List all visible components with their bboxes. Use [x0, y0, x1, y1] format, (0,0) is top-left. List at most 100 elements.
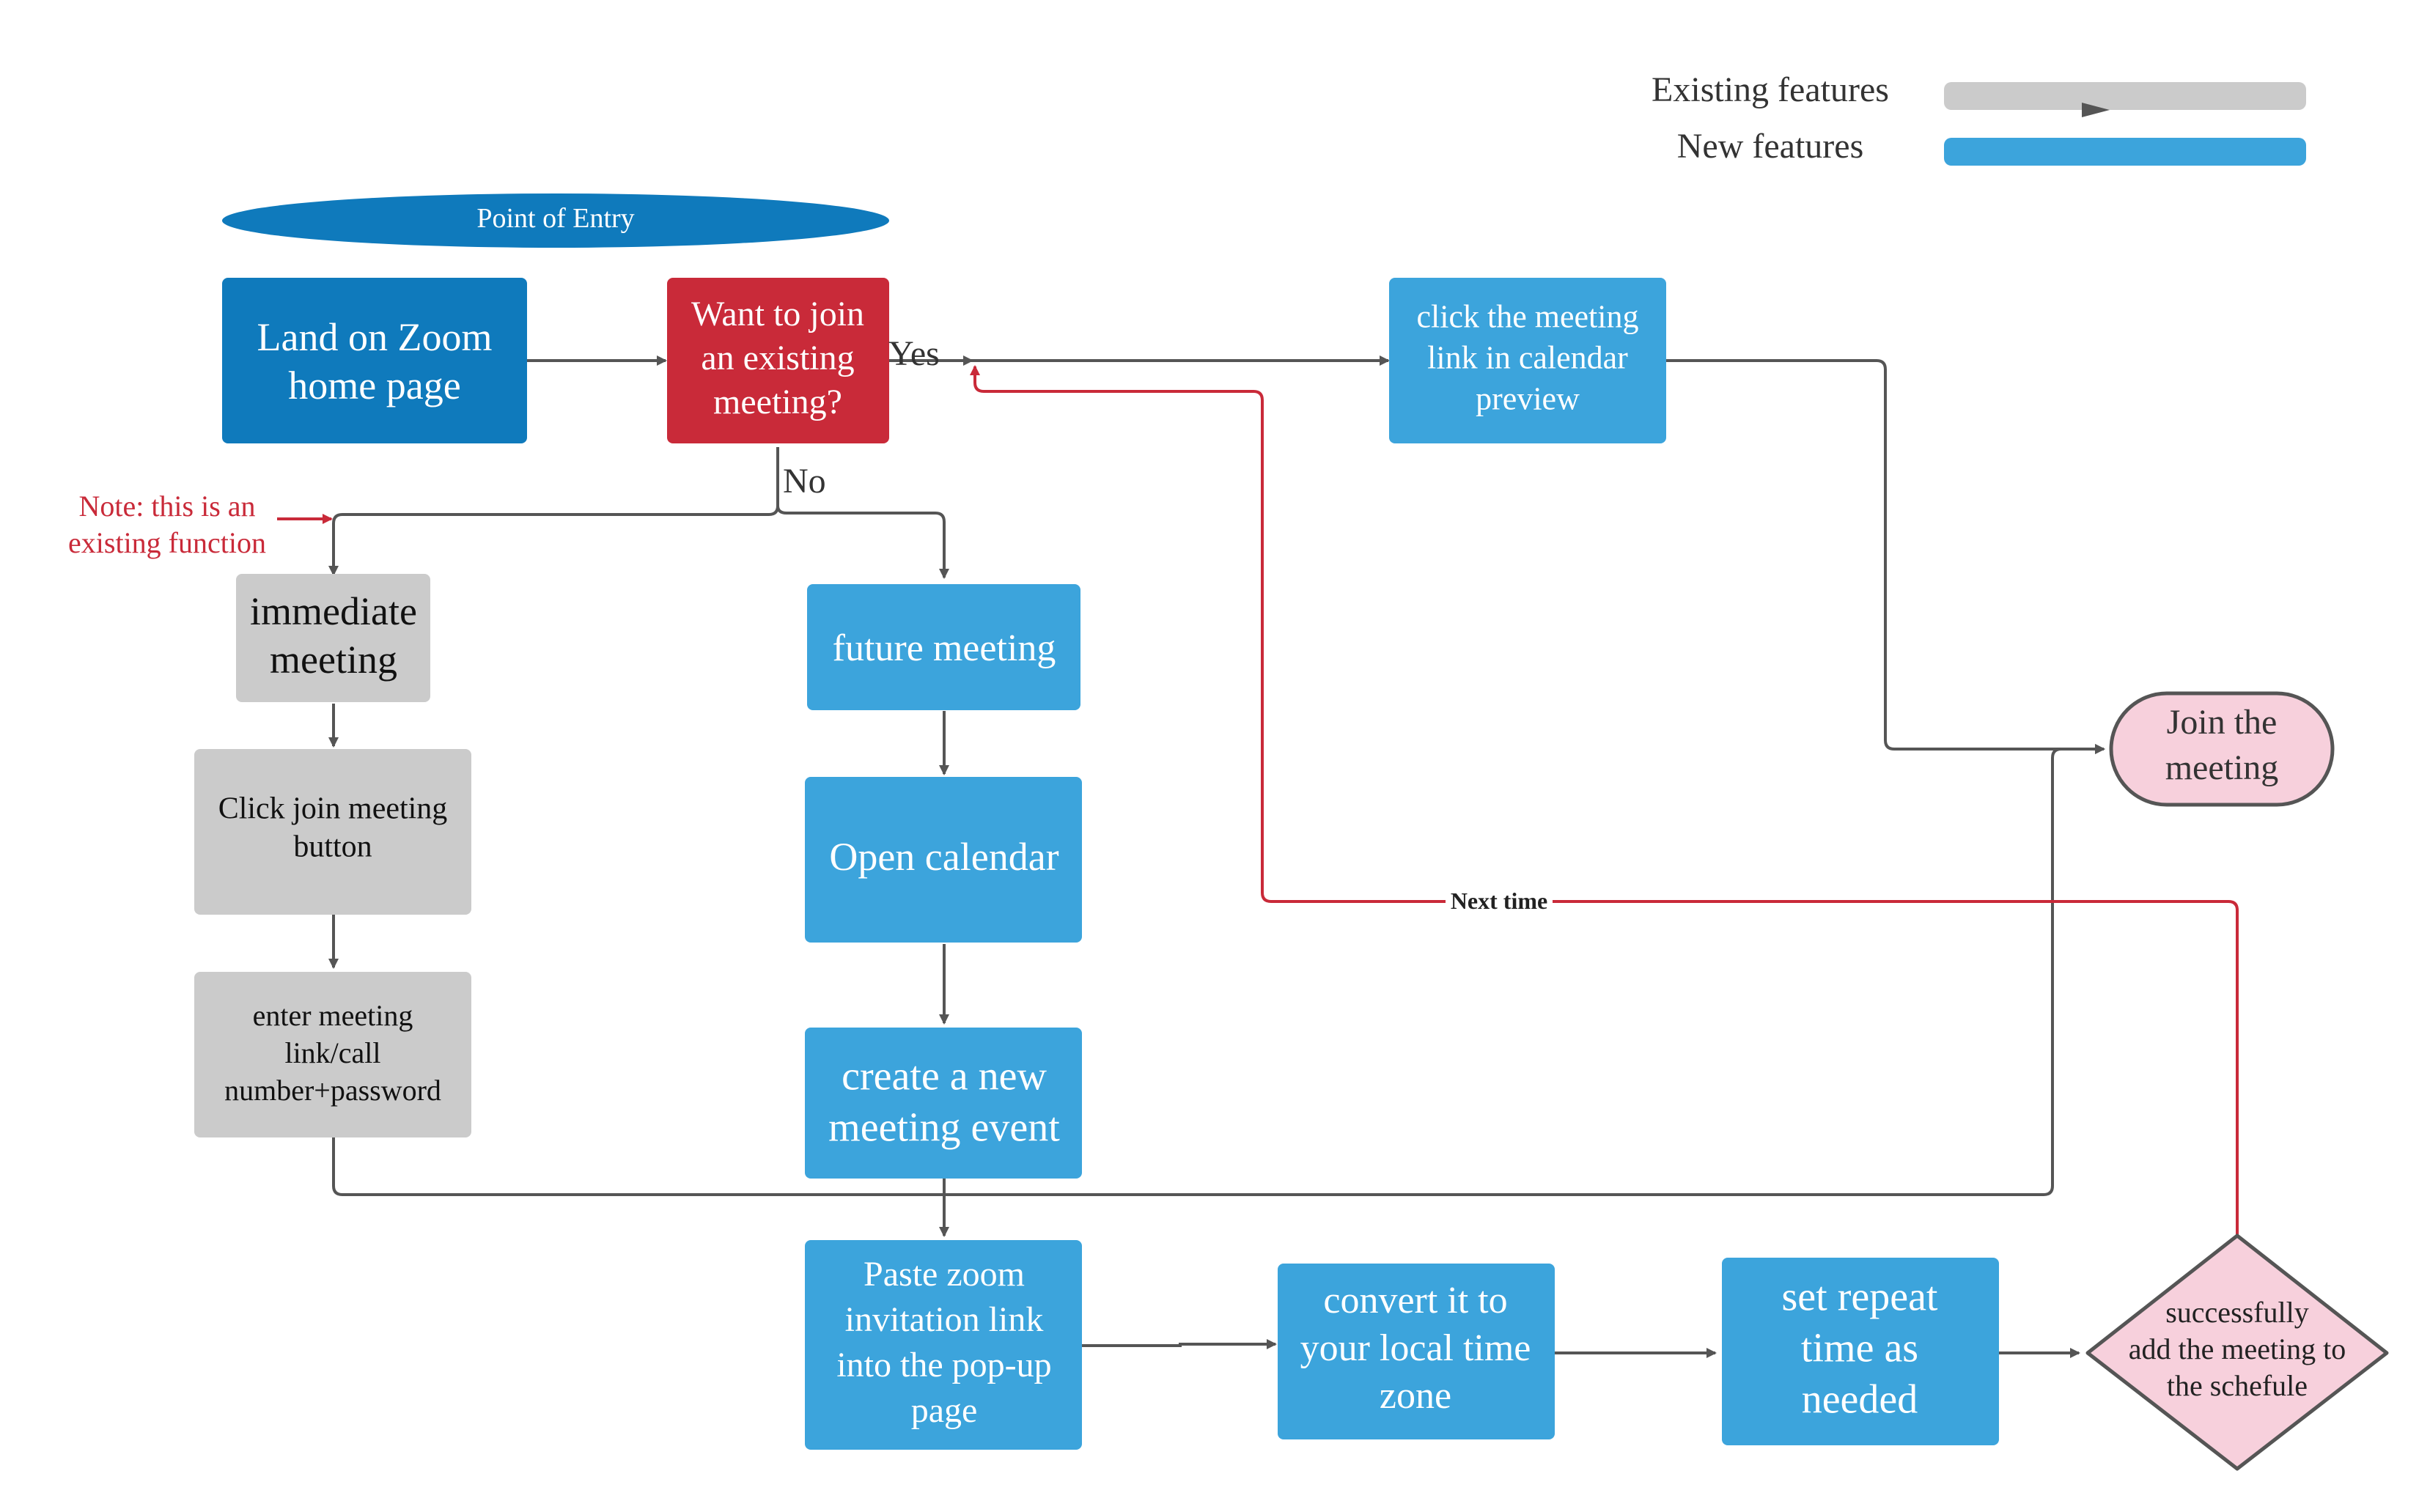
node-open-calendar-text-line: Open calendar — [829, 835, 1058, 879]
node-click-calendar-link: click the meeting link in calendar preview — [1389, 278, 1666, 443]
legend-existing-arrowhead — [2082, 103, 2110, 117]
node-successfully-added-text-line: the schefule — [2167, 1369, 2308, 1402]
node-open-calendar: Open calendar — [805, 777, 1082, 943]
node-paste-invitation-text: Paste zoom invitation link into the pop-up… — [836, 1255, 1051, 1430]
node-paste-invitation-text-line: page — [911, 1391, 978, 1430]
node-convert-time-zone-text-line: convert it to — [1323, 1280, 1507, 1321]
node-want-to-join-text-line: an existing — [701, 339, 854, 377]
feedback-loop — [277, 365, 2239, 1236]
node-set-repeat-time: set repeat time as needed — [1722, 1258, 1999, 1445]
edge-paste-to-convert — [1082, 1339, 1277, 1349]
node-set-repeat-time-text: set repeat time as needed — [1782, 1275, 1938, 1423]
node-paste-invitation-text-line: into the pop-up — [836, 1346, 1051, 1384]
edge-label-next-time-group: Next time — [1446, 887, 1553, 916]
legend: Existing features New features — [1652, 70, 2306, 166]
node-want-to-join-text-line: meeting? — [713, 383, 842, 421]
point-of-entry: Point of Entry — [222, 193, 889, 248]
node-set-repeat-time-text-line: set repeat — [1782, 1275, 1938, 1320]
edge-no-to-immediate — [328, 447, 779, 576]
node-click-calendar-link-text: click the meeting link in calendar preview — [1417, 298, 1639, 416]
node-land-on-zoom-text-line: Land on Zoom — [257, 315, 493, 359]
node-land-on-zoom-text-line: home page — [288, 364, 460, 407]
node-immediate-meeting-text-line: meeting — [270, 638, 397, 682]
node-convert-time-zone-text: convert it to your local time zone — [1300, 1280, 1531, 1417]
node-set-repeat-time-text-line: needed — [1802, 1377, 1918, 1423]
node-enter-meeting-link-text-line: enter meeting — [253, 999, 413, 1032]
node-join-meeting-text-line: meeting — [2165, 748, 2279, 787]
node-want-to-join-box — [667, 278, 889, 443]
node-future-meeting: future meeting — [807, 584, 1080, 710]
node-enter-meeting-link-box — [194, 972, 471, 1137]
edge-label-no: No — [783, 462, 826, 501]
node-successfully-added-diamond — [2085, 1233, 2389, 1471]
node-convert-time-zone-box — [1278, 1264, 1555, 1439]
edge-enter-to-join — [332, 744, 2105, 1196]
node-join-meeting-box — [2109, 691, 2335, 807]
node-create-meeting-event-text-line: create a new — [842, 1054, 1047, 1099]
node-create-meeting-event-text-line: meeting event — [828, 1105, 1060, 1151]
node-want-to-join: Want to join an existing meeting? — [667, 278, 889, 443]
edge-no-to-future — [776, 505, 949, 579]
edge-success-next-time-to-yes — [970, 365, 2239, 1236]
edge-label-next-time-bg — [1446, 887, 1553, 916]
node-click-join-button-text-line: Click join meeting — [218, 792, 448, 826]
node-enter-meeting-link-text-line: number+password — [224, 1074, 441, 1107]
node-want-to-join-text-line: Want to join — [691, 295, 864, 333]
node-enter-meeting-link-text-line: link/call — [284, 1036, 380, 1069]
node-paste-invitation-text-line: invitation link — [845, 1300, 1044, 1339]
node-join-meeting-text-line: Join the — [2167, 703, 2278, 742]
node-open-calendar-box — [805, 777, 1082, 943]
node-future-meeting-text-line: future meeting — [833, 627, 1056, 669]
node-create-meeting-event: create a new meeting event — [805, 1028, 1082, 1179]
node-immediate-meeting: immediate meeting — [236, 574, 430, 702]
legend-new-label: New features — [1677, 127, 1864, 166]
node-immediate-meeting-text: immediate meeting — [250, 589, 417, 682]
node-paste-invitation-text-line: Paste zoom — [864, 1255, 1025, 1294]
node-enter-meeting-link-text: enter meeting link/call number+password — [224, 999, 441, 1107]
node-click-join-button: Click join meeting button — [194, 749, 471, 915]
node-create-meeting-event-box — [805, 1028, 1082, 1179]
node-land-on-zoom-box — [222, 278, 527, 443]
legend-existing-swatch — [1944, 82, 2306, 110]
node-click-calendar-link-text-line: preview — [1476, 380, 1580, 416]
node-join-meeting-text: Join the meeting — [2165, 703, 2279, 787]
node-future-meeting-box — [807, 584, 1080, 710]
note-existing-function-line: Note: this is an — [78, 490, 255, 523]
node-click-join-button-text: Click join meeting button — [218, 792, 448, 864]
node-successfully-added-text-line: successfully — [2165, 1296, 2309, 1329]
node-click-join-button-text-line: button — [293, 830, 372, 864]
node-set-repeat-time-text-line: time as — [1801, 1326, 1918, 1371]
edge-label-next-time: Next time — [1451, 888, 1547, 914]
node-click-calendar-link-text-line: click the meeting — [1417, 298, 1639, 334]
node-enter-meeting-link: enter meeting link/call number+password — [194, 972, 471, 1137]
node-click-calendar-link-text-line: link in calendar — [1427, 339, 1628, 375]
connectors — [328, 355, 2105, 1358]
node-land-on-zoom-text: Land on Zoom home page — [257, 315, 493, 407]
node-convert-time-zone-text-line: zone — [1380, 1375, 1451, 1417]
node-convert-time-zone: convert it to your local time zone — [1278, 1264, 1555, 1439]
node-immediate-meeting-text-line: immediate — [250, 589, 417, 633]
node-future-meeting-text: future meeting — [833, 627, 1056, 669]
legend-new-swatch — [1944, 138, 2306, 166]
node-paste-invitation-box — [805, 1240, 1082, 1450]
node-click-join-button-box — [194, 749, 471, 915]
legend-existing-label: Existing features — [1652, 70, 1889, 109]
node-paste-invitation: Paste zoom invitation link into the pop-up… — [805, 1240, 1082, 1450]
point-of-entry-label: Point of Entry — [476, 203, 634, 234]
edge-calendar-link-to-join — [1664, 359, 2105, 754]
note-existing-function-line: existing function — [68, 526, 266, 559]
node-join-meeting: Join the meeting — [2109, 691, 2335, 807]
node-convert-time-zone-text-line: your local time — [1300, 1327, 1531, 1369]
node-click-calendar-link-box — [1389, 278, 1666, 443]
node-open-calendar-text: Open calendar — [829, 835, 1058, 879]
node-successfully-added-text-line: add the meeting to — [2129, 1332, 2346, 1365]
point-of-entry-shape — [222, 193, 889, 248]
node-set-repeat-time-box — [1722, 1258, 1999, 1445]
node-want-to-join-text: Want to join an existing meeting? — [691, 295, 864, 421]
node-create-meeting-event-text: create a new meeting event — [828, 1054, 1060, 1151]
node-land-on-zoom: Land on Zoom home page — [222, 278, 527, 443]
